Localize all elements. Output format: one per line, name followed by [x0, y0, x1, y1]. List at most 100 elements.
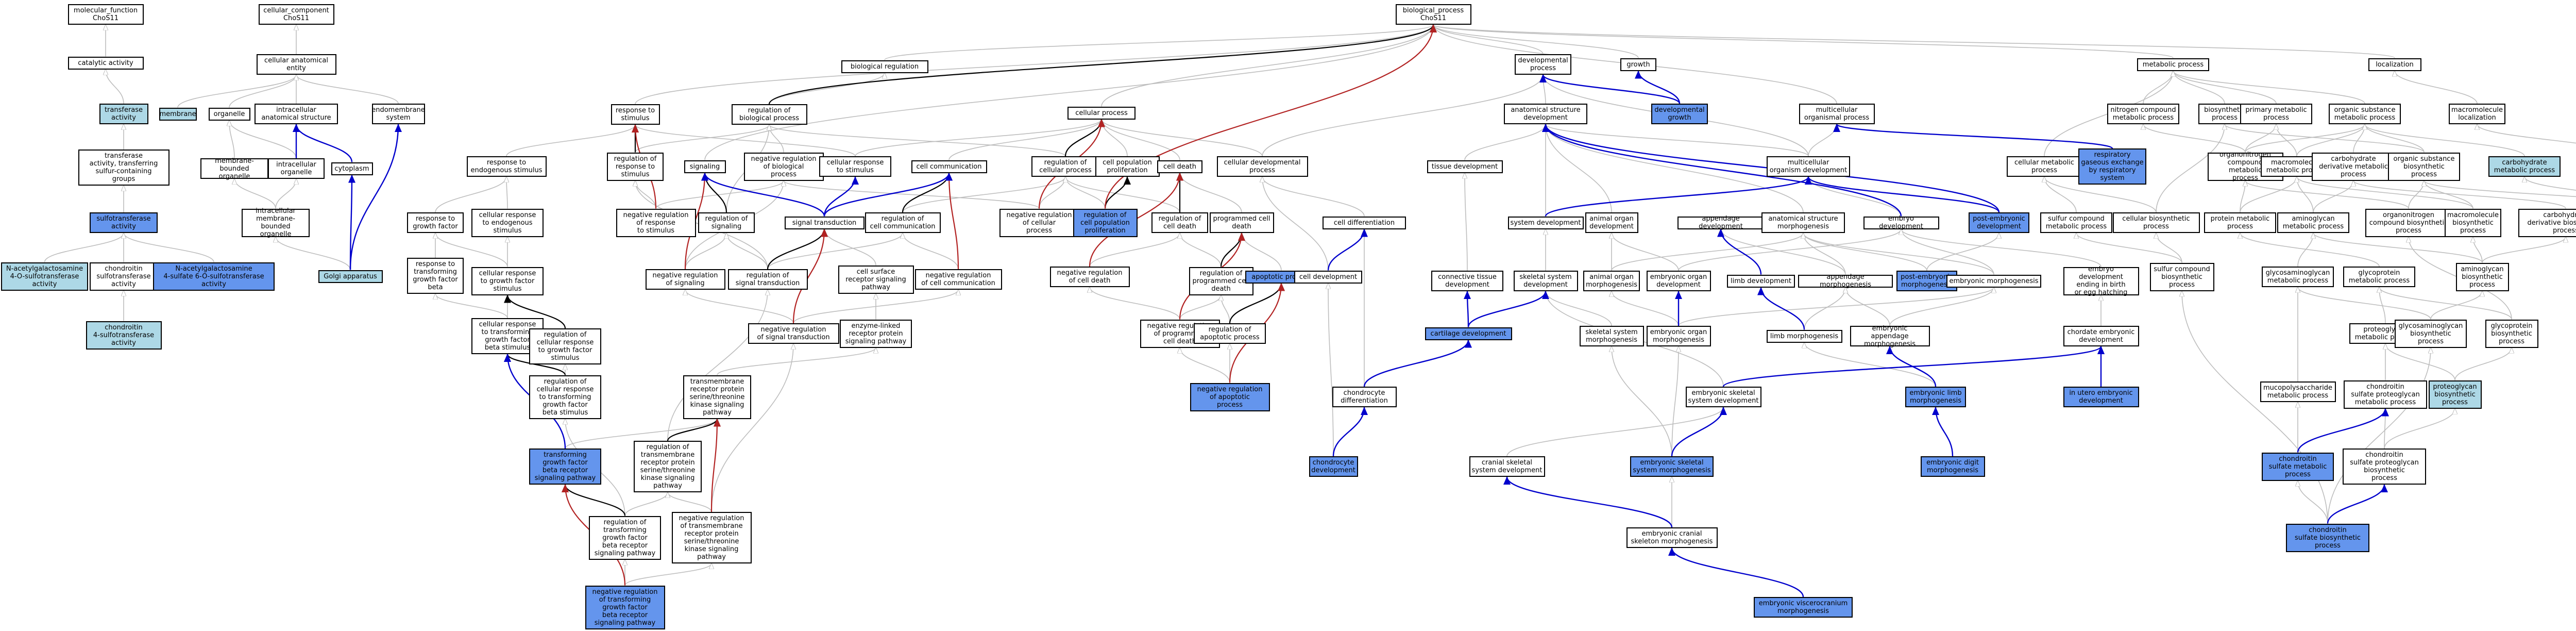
go-term-cellresp[interactable]: cellular response to stimulus [819, 156, 891, 177]
go-term-devgrowth[interactable]: developmental growth [1651, 104, 1708, 124]
go-term-bp[interactable]: biological_process ChoS11 [1395, 4, 1471, 25]
go-term-negregbio[interactable]: negative regulation of biological proces… [743, 152, 824, 181]
go-term-appmorph[interactable]: appendage morphogenesis [1798, 273, 1893, 289]
go-term-negregcellproc[interactable]: negative regulation of cellular process [999, 208, 1079, 237]
go-term-tgfbrsp[interactable]: transforming growth factor beta receptor… [529, 449, 601, 485]
go-term-elrp[interactable]: enzyme-linked receptor protein signaling… [840, 319, 912, 348]
go-term-organelle[interactable]: organelle [208, 107, 250, 121]
go-term-celldiff[interactable]: cell differentiation [1323, 216, 1406, 229]
go-term-signaling[interactable]: signaling [684, 160, 726, 173]
go-term-emblimbmorph[interactable]: embryonic limb morphogenesis [1905, 387, 1966, 407]
go-term-cae[interactable]: cellular anatomical entity [256, 54, 336, 75]
go-term-chondsulf[interactable]: chondroitin sulfotransferase activity [90, 262, 158, 291]
go-term-carbderiv[interactable]: carbohydrate derivative metabolic proces… [2312, 152, 2395, 181]
go-term-orgnitrobio[interactable]: organonitrogen compound biosynthetic pro… [2365, 208, 2452, 237]
go-term-celldevproc[interactable]: cellular developmental process [1216, 156, 1308, 177]
go-term-growth[interactable]: growth [1620, 58, 1656, 71]
go-term-resp_stim[interactable]: response to stimulus [611, 104, 660, 125]
go-term-postemb[interactable]: post-embryonic development [1969, 212, 2029, 233]
go-term-pcd[interactable]: programmed cell death [1209, 212, 1274, 233]
go-term-regcellpop[interactable]: regulation of cell population proliferat… [1073, 208, 1138, 237]
go-term-localization[interactable]: localization [2368, 58, 2421, 71]
go-term-csbio[interactable]: chondroitin sulfate biosynthetic process [2286, 523, 2369, 552]
go-term-embappmorph[interactable]: embryonic appendage morphogenesis [1850, 325, 1930, 348]
go-term-aminogly[interactable]: aminoglycan metabolic process [2277, 212, 2349, 233]
go-term-cartdev[interactable]: cartilage development [1425, 327, 1512, 340]
go-term-mbo[interactable]: membrane-bounded organelle [200, 157, 268, 180]
go-term-cellmet[interactable]: cellular metabolic process [2006, 156, 2082, 177]
go-term-multiproc[interactable]: multicellular organismal process [1799, 104, 1875, 124]
go-term-gagmet[interactable]: glycosaminoglycan metabolic process [2262, 267, 2334, 287]
go-term-glycomet[interactable]: glycoprotein metabolic process [2343, 267, 2415, 287]
go-term-sysdev[interactable]: system development [1507, 216, 1584, 229]
go-term-osmp[interactable]: organic substance metabolic process [2329, 104, 2401, 124]
go-term-csrsp[interactable]: cell surface receptor signaling pathway [838, 265, 914, 294]
go-term-tsulf[interactable]: transferase activity, transferring sulfu… [78, 150, 170, 186]
go-term-ias[interactable]: intracellular anatomical structure [255, 104, 338, 124]
go-term-cranskel[interactable]: cranial skeletal system development [1469, 456, 1545, 477]
go-term-negregtmrsp[interactable]: negative regulation of transmembrane rec… [671, 512, 752, 563]
go-term-emborgmorph[interactable]: embryonic organ morphogenesis [1646, 326, 1711, 346]
go-term-regcellproc[interactable]: regulation of cellular process [1031, 156, 1099, 177]
go-term-chondev[interactable]: chondrocyte development [1309, 456, 1358, 477]
go-term-embskeldev[interactable]: embryonic skeletal system development [1685, 387, 1761, 407]
go-term-multidev[interactable]: multicellular organism development [1767, 156, 1850, 177]
go-term-regcelldeath[interactable]: regulation of cell death [1151, 212, 1208, 233]
go-term-regtgfbrsp[interactable]: regulation of transforming growth factor… [589, 516, 661, 560]
go-term-chond4[interactable]: chondroitin 4-sulfotransferase activity [86, 321, 162, 350]
go-term-carbderivbio[interactable]: carbohydrate derivative biosynthetic pro… [2518, 208, 2576, 237]
go-term-regbio[interactable]: regulation of biological process [731, 104, 807, 125]
go-term-csgpbio[interactable]: chondroitin sulfate proteoglycan biosynt… [2343, 449, 2426, 485]
go-term-animorgmorph[interactable]: animal organ morphogenesis [1583, 271, 1640, 291]
go-term-nacgal4s[interactable]: N-acetylgalactosamine 4-sulfate 6-O-sulf… [153, 262, 275, 291]
go-term-asmorph[interactable]: anatomical structure morphogenesis [1761, 212, 1845, 233]
go-term-transferase[interactable]: transferase activity [99, 104, 148, 124]
go-term-appdev[interactable]: appendage development [1677, 215, 1765, 230]
go-term-aminoglybio[interactable]: aminoglycan biosynthetic process [2455, 262, 2509, 291]
go-term-cytoplasm[interactable]: cytoplasm [331, 162, 373, 175]
go-term-imbo[interactable]: intracellular membrane-bounded organelle [242, 207, 310, 238]
go-term-macrobio[interactable]: macromolecule biosynthetic process [2445, 208, 2501, 237]
go-term-regcellresp_tgfb[interactable]: regulation of cellular response to trans… [529, 375, 601, 419]
go-term-osbp[interactable]: organic substance biosynthetic process [2388, 152, 2460, 181]
go-term-regtmrsp[interactable]: regulation of transmembrane receptor pro… [634, 441, 702, 492]
go-term-cellresp_gf[interactable]: cellular response to growth factor stimu… [471, 267, 544, 295]
go-term-sulfurmet[interactable]: sulfur compound metabolic process [2040, 212, 2112, 233]
go-term-negregresp[interactable]: negative regulation of response to stimu… [616, 208, 696, 237]
go-term-csmet[interactable]: chondroitin sulfate metabolic process [2262, 452, 2334, 481]
go-term-nacgal4[interactable]: N-acetylgalactosamine 4-O-sulfotransfera… [1, 262, 88, 291]
go-term-tmrsp[interactable]: transmembrane receptor protein serine/th… [683, 375, 751, 419]
go-term-resp_gf[interactable]: response to growth factor [407, 212, 464, 233]
go-term-regcellresp_gf[interactable]: regulation of cellular response to growt… [529, 328, 601, 364]
go-term-embskelmorph[interactable]: embryonic skeletal system morphogenesis [1630, 456, 1714, 477]
go-term-resp_endo[interactable]: response to endogenous stimulus [466, 156, 547, 177]
go-term-limbmorph[interactable]: limb morphogenesis [1766, 329, 1842, 343]
go-term-regapop[interactable]: regulation of apoptotic process [1194, 323, 1266, 344]
go-term-embcran[interactable]: embryonic cranial skeleton morphogenesis [1626, 527, 1718, 548]
go-term-skelmorph[interactable]: skeletal system morphogenesis [1579, 326, 1644, 346]
go-term-carbmet[interactable]: carbohydrate metabolic process [2488, 156, 2561, 177]
go-term-regresp[interactable]: regulation of response to stimulus [607, 152, 664, 181]
go-term-cellbio[interactable]: cellular biosynthetic process [2112, 212, 2200, 233]
go-term-cellcomm[interactable]: cell communication [911, 160, 987, 173]
go-term-cc[interactable]: cellular_component ChoS11 [258, 4, 334, 25]
go-term-endomem[interactable]: endomembrane system [371, 104, 425, 124]
go-term-asd[interactable]: anatomical structure development [1504, 104, 1587, 124]
go-term-animorgdev[interactable]: animal organ development [1585, 212, 1638, 233]
go-term-negregsig[interactable]: negative regulation of signaling [645, 269, 725, 290]
go-term-embmorph[interactable]: embryonic morphogenesis [1946, 274, 2041, 288]
go-term-mf[interactable]: molecular_function ChoS11 [67, 4, 144, 25]
go-term-cellresp_endo[interactable]: cellular response to endogenous stimulus [471, 208, 544, 237]
go-term-embdevbirth[interactable]: embryo development ending in birth or eg… [2063, 265, 2139, 296]
go-term-ctdev[interactable]: connective tissue development [1431, 271, 1503, 291]
go-term-cellpop[interactable]: cell population proliferation [1095, 156, 1160, 177]
go-term-nitro[interactable]: nitrogen compound metabolic process [2107, 104, 2179, 124]
go-term-limbdev[interactable]: limb development [1727, 274, 1795, 288]
go-term-mucopoly[interactable]: mucopolysaccharide metabolic process [2260, 381, 2336, 402]
go-term-metab[interactable]: metabolic process [2137, 58, 2209, 71]
go-term-chondiff[interactable]: chondrocyte differentiation [1332, 387, 1397, 407]
go-term-emborgdev[interactable]: embryonic organ development [1646, 271, 1711, 291]
go-term-membrane[interactable]: membrane [159, 107, 197, 121]
go-term-negregtgfbrsp[interactable]: negative regulation of transforming grow… [585, 585, 665, 629]
go-term-biolreg[interactable]: biological regulation [841, 60, 928, 73]
